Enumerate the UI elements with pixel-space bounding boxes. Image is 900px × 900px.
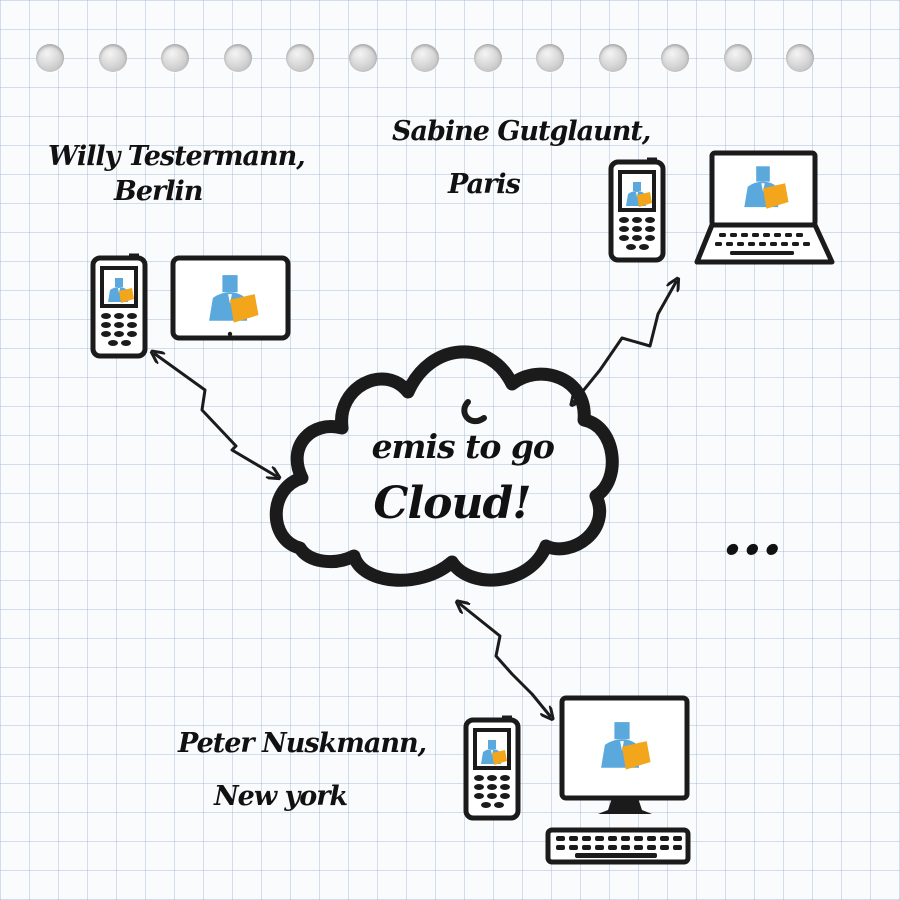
cloud-label: emis to go Cloud! [372, 427, 565, 529]
user-name: Sabine Gutglaunt, [392, 116, 650, 147]
double-arrow-icon [574, 282, 676, 402]
user-name: Willy Testermann, [48, 141, 305, 172]
phone-icon [466, 718, 518, 818]
cloud-title: emis to go [372, 427, 554, 466]
binder-hole [348, 44, 377, 72]
user-label: Peter Nuskmann, New york [177, 728, 434, 812]
user-city: New york [213, 781, 347, 812]
more-users-ellipsis: ... [722, 499, 782, 569]
binder-hole [411, 44, 439, 72]
double-arrow-icon [155, 354, 276, 476]
binder-hole [223, 44, 252, 72]
user-city: Paris [447, 169, 521, 200]
user-label: Sabine Gutglaunt, Paris [392, 116, 659, 200]
phone-icon [611, 160, 663, 260]
user-label: Willy Testermann, Berlin [48, 141, 313, 207]
phone-icon [93, 256, 145, 356]
binder-hole [161, 44, 189, 72]
binder-hole [598, 44, 627, 72]
binder-holes [0, 0, 900, 120]
binder-hole [286, 44, 314, 72]
double-arrow-icon [460, 604, 550, 716]
user-name: Peter Nuskmann, [177, 728, 426, 759]
binder-hole [536, 44, 564, 72]
binder-hole [661, 44, 689, 72]
desktop-icon [545, 695, 691, 865]
binder-hole [36, 44, 64, 72]
keyboard-icon [556, 836, 682, 858]
binder-hole [786, 44, 814, 72]
user-city: Berlin [113, 176, 202, 207]
cloud-subtitle: Cloud! [373, 478, 530, 529]
binder-hole [98, 44, 127, 72]
binder-hole [473, 44, 502, 72]
laptop-icon [694, 150, 835, 265]
cloud-icon [269, 345, 619, 587]
keyboard-icon [715, 233, 810, 255]
binder-hole [723, 44, 752, 72]
tablet-icon [170, 255, 291, 341]
